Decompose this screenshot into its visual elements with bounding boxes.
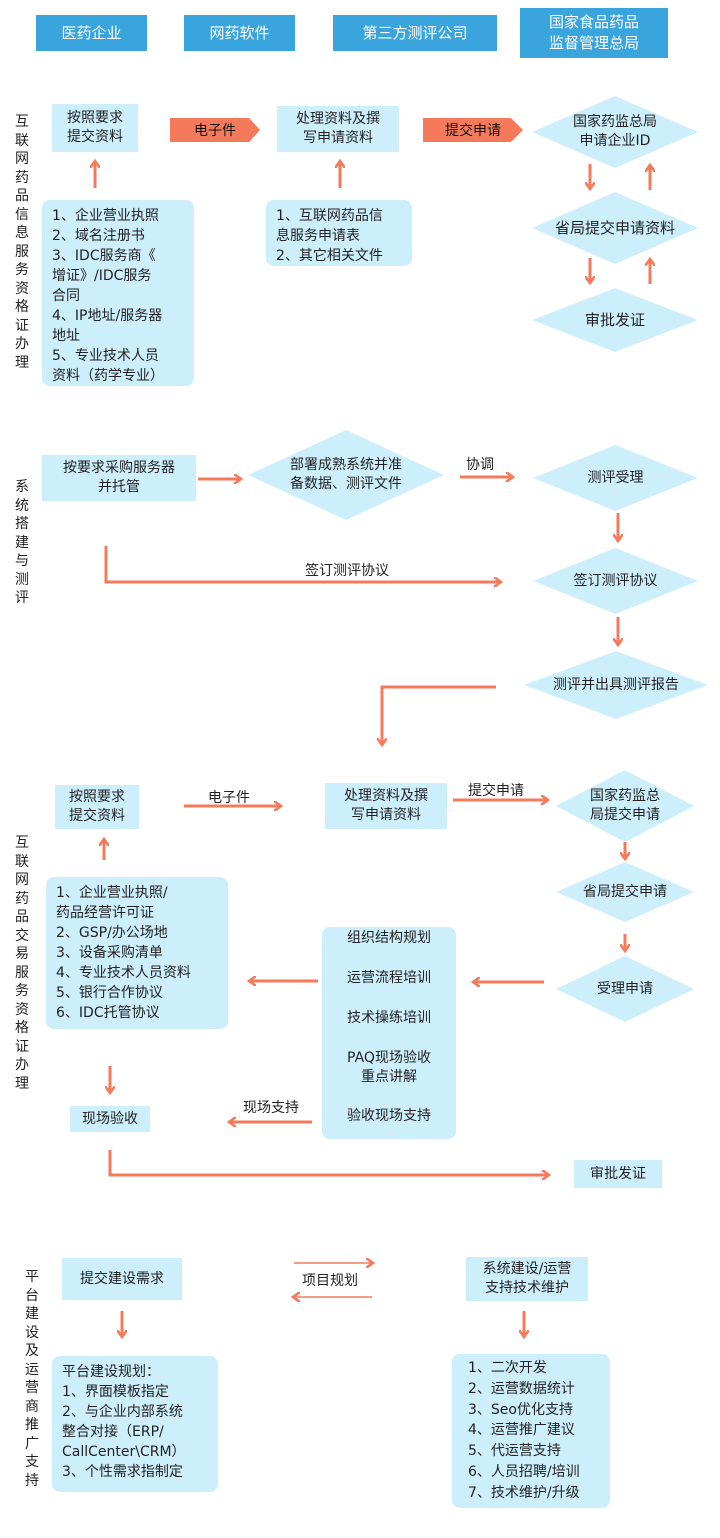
s4-support-item: 7、技术维护/升级 [468, 1484, 580, 1501]
s4-plan-list: 平台建设规划： 1、界面模板指定 2、与企业内部系统整合对接（ERP/CallCen… [52, 1356, 218, 1492]
header-third-party: 第三方测评公司 [333, 15, 497, 51]
s4-plan-item: CallCenter\CRM） [62, 1444, 186, 1460]
s4-support-item: 6、人员招聘/培训 [468, 1463, 580, 1480]
s4-plan-item: 3、个性需求指制定 [62, 1464, 183, 1480]
s1-process-box: 处理资料及撰 写申请资料 [277, 106, 399, 152]
s3-materials-item: 5、银行合作协议 [56, 985, 163, 1001]
s4-support-item: 5、代运营支持 [468, 1443, 561, 1460]
section3-label: 互联网药品交易服务资格证办理 [15, 835, 29, 1092]
section2-label: 系统搭建与测评 [15, 479, 29, 606]
s3-training-item: 验收现场支持 [347, 1108, 431, 1124]
s1-submit-box: 按照要求 提交资料 [52, 104, 138, 152]
s3-arrow-approve [108, 1150, 548, 1175]
s1-materials-item: 增证》/IDC服务 [52, 268, 152, 284]
s3-materials-item: 4、专业技术人员资料 [56, 965, 191, 981]
s1-submit-tag: 提交申请 [423, 118, 523, 142]
s3-electronic-label: 电子件 [208, 790, 250, 806]
s3-onsite-support-label: 现场支持 [243, 1100, 299, 1116]
section1-label: 互联网药品信息服务资格证办理 [15, 114, 29, 371]
s3-training-item: 运营流程培训 [347, 970, 431, 986]
s1-materials-item: 地址 [52, 328, 80, 344]
s2-buy-server-box: 按要求采购服务器 并托管 [42, 455, 196, 501]
s3-training-item: 技术操练培训 [347, 1010, 431, 1026]
s3-onsite-acceptance-box: 现场验收 [70, 1106, 150, 1132]
s3-training-list: 组织结构规划运营流程培训技术操练培训 PAQ现场验收 重点讲解验收现场支持 [322, 927, 456, 1139]
s3-training-item: PAQ现场验收 重点讲解 [347, 1050, 431, 1085]
section4-label: 平台建设及运营商推广支持 [25, 1269, 39, 1489]
s4-support-list: 1、二次开发 2、运营数据统计 3、Seo优化支持 4、运营推广建议 5、代运营支持 6、… [452, 1354, 610, 1508]
s3-materials-list: 1、企业营业执照/药品经营许可证 2、GSP/办公场地 3、设备采购清单 4、专业技术… [46, 877, 228, 1029]
s2-sign-label: 签订测评协议 [305, 563, 389, 579]
s1-materials-item: 合同 [52, 288, 80, 304]
s2-coordinate-label: 协调 [466, 457, 494, 473]
s3-approve-box: 审批发证 [574, 1160, 662, 1188]
s4-system-box: 系统建设/运营 支持技术维护 [466, 1257, 588, 1301]
s4-support-item: 3、Seo优化支持 [468, 1401, 573, 1418]
s1-electronic-tag: 电子件 [170, 118, 260, 142]
s3-submit-box: 按照要求 提交资料 [55, 785, 139, 829]
s2-arrow-sign-line [104, 546, 500, 582]
s4-support-item: 2、运营数据统计 [468, 1380, 575, 1397]
header-software: 网药软件 [184, 15, 295, 51]
s3-apply-label: 提交申请 [468, 783, 524, 799]
s4-requirement-box: 提交建设需求 [62, 1258, 182, 1300]
s3-materials-item: 3、设备采购清单 [56, 945, 163, 961]
s1-forms-item: 息服务申请表 [276, 228, 360, 244]
s1-materials-item: 1、企业营业执照 [52, 208, 159, 224]
s4-plan-item: 2、与企业内部系统 [62, 1404, 183, 1420]
s1-materials-item: 4、IP地址/服务器 [52, 308, 163, 324]
s1-forms-list: 1、互联网药品信息服务申请表 2、其它相关文件 [266, 200, 412, 266]
s3-process-box: 处理资料及撰 写申请资料 [325, 783, 447, 829]
s4-plan-item: 整合对接（ERP/ [62, 1424, 164, 1440]
s1-materials-item: 3、IDC服务商《 [52, 248, 156, 264]
s3-materials-item: 药品经营许可证 [56, 905, 154, 921]
s3-materials-item: 2、GSP/办公场地 [56, 925, 168, 941]
s4-support-item: 1、二次开发 [468, 1360, 547, 1376]
s3-training-item: 组织结构规划 [347, 930, 431, 946]
s3-materials-item: 1、企业营业执照/ [56, 885, 168, 901]
s4-plan-item: 1、界面模板指定 [62, 1384, 169, 1400]
header-cfda: 国家食品药品 监督管理总局 [520, 8, 668, 58]
header-pharma-company: 医药企业 [36, 15, 147, 51]
s1-materials-list: 1、企业营业执照 2、域名注册书 3、IDC服务商《增证》/IDC服务合同 4、IP地… [42, 200, 194, 386]
s1-forms-item: 1、互联网药品信 [276, 208, 383, 224]
s4-planning-label: 项目规划 [302, 1273, 358, 1289]
s1-materials-item: 5、专业技术人员 [52, 348, 159, 364]
s4-support-item: 4、运营推广建议 [468, 1422, 575, 1439]
s3-materials-item: 6、IDC托管协议 [56, 1005, 160, 1021]
s4-plan-item: 平台建设规划： [62, 1364, 160, 1380]
s2-arrow-report-s3 [382, 685, 496, 744]
s1-materials-item: 资料（药学专业） [52, 368, 164, 384]
s1-forms-item: 2、其它相关文件 [276, 248, 383, 264]
s1-materials-item: 2、域名注册书 [52, 228, 145, 244]
